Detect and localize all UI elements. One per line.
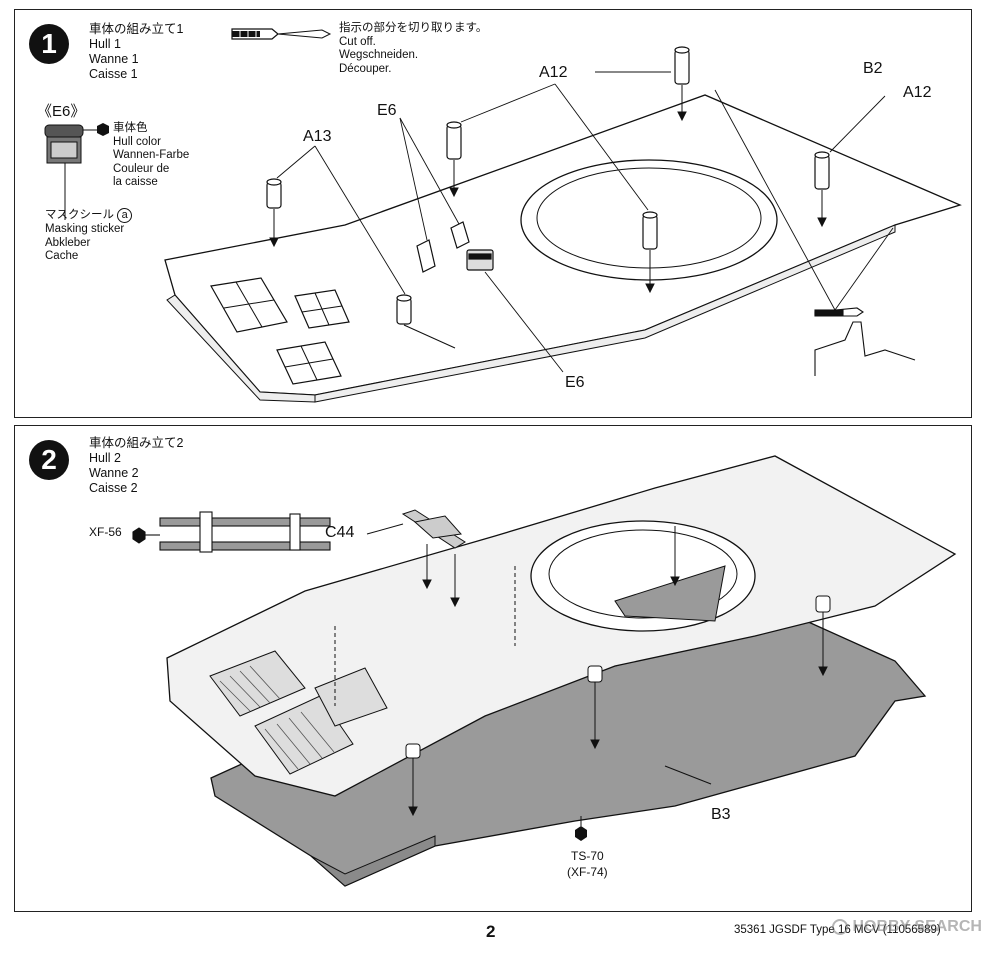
step-2-number: 2 <box>29 440 69 480</box>
hull-color-ja: 車体色 <box>113 122 148 134</box>
label-e6-top: E6 <box>377 102 397 119</box>
cut-off-instruction: 指示の部分を切り取ります。 Cut off. Wegschneiden. Déc… <box>339 22 487 76</box>
step-2-title-de: Wanne 2 <box>89 466 139 480</box>
page-number: 2 <box>486 922 496 941</box>
cut-off-de: Wegschneiden. <box>339 49 419 61</box>
label-a12-top: A12 <box>539 64 568 81</box>
step-1-title-fr: Caisse 1 <box>89 67 138 81</box>
label-c44: C44 <box>325 524 355 541</box>
step-1-title: 車体の組み立て1 Hull 1 Wanne 1 Caisse 1 <box>89 22 183 82</box>
cut-off-fr: Découper. <box>339 62 392 75</box>
mask-letter-icon: a <box>117 208 133 223</box>
watermark-text: HOBBY SEARCH <box>852 918 982 935</box>
step-1-title-ja: 車体の組み立て1 <box>89 22 184 36</box>
hull-color-note: 車体色 Hull color Wannen-Farbe Couleur de l… <box>113 122 189 190</box>
hull-1-diagram <box>164 46 962 403</box>
hull-color-fr1: Couleur de <box>113 162 170 175</box>
paint-xf56: XF-56 <box>89 525 122 539</box>
step-1-number: 1 <box>29 24 69 64</box>
label-b2: B2 <box>863 60 883 77</box>
masking-sticker-note: マスクシール a Masking sticker Abkleber Cache <box>45 208 133 264</box>
hull-2-diagram <box>132 455 957 887</box>
label-a13: A13 <box>303 128 332 145</box>
mask-ja: マスクシール <box>45 209 114 221</box>
step-1-title-en: Hull 1 <box>89 37 121 51</box>
part-ref-e6: 《E6》 <box>37 103 86 120</box>
step-2-title-ja: 車体の組み立て2 <box>89 436 184 450</box>
watermark: HOBBY SEARCH <box>832 918 982 936</box>
knife-icon <box>231 28 332 40</box>
hull-color-en: Hull color <box>113 135 161 148</box>
e6-part-icon <box>44 123 109 220</box>
mask-de: Abkleber <box>45 236 91 249</box>
watermark-logo-icon <box>832 918 848 935</box>
hull-color-fr2: la caisse <box>113 176 158 188</box>
mask-fr: Cache <box>45 250 79 262</box>
label-b3: B3 <box>711 806 731 823</box>
label-a12-right: A12 <box>903 84 932 101</box>
label-ts70: TS-70 <box>571 849 604 863</box>
cut-off-ja: 指示の部分を切り取ります。 <box>339 22 488 34</box>
mask-en: Masking sticker <box>45 223 125 235</box>
step-1-title-de: Wanne 1 <box>89 52 139 66</box>
step-2-panel: 2 車体の組み立て2 Hull 2 Wanne 2 Caisse 2 <box>14 425 972 912</box>
step-1-panel: 1 車体の組み立て1 Hull 1 Wanne 1 Caisse 1 指示の部分… <box>14 9 972 418</box>
step-2-title: 車体の組み立て2 Hull 2 Wanne 2 Caisse 2 <box>89 436 183 496</box>
step-2-title-en: Hull 2 <box>89 451 121 465</box>
cut-off-en: Cut off. <box>339 35 376 48</box>
label-e6-bottom: E6 <box>565 374 585 391</box>
label-xf74: (XF-74) <box>567 865 608 879</box>
step-2-title-fr: Caisse 2 <box>89 481 138 495</box>
hull-color-de: Wannen-Farbe <box>113 149 190 161</box>
